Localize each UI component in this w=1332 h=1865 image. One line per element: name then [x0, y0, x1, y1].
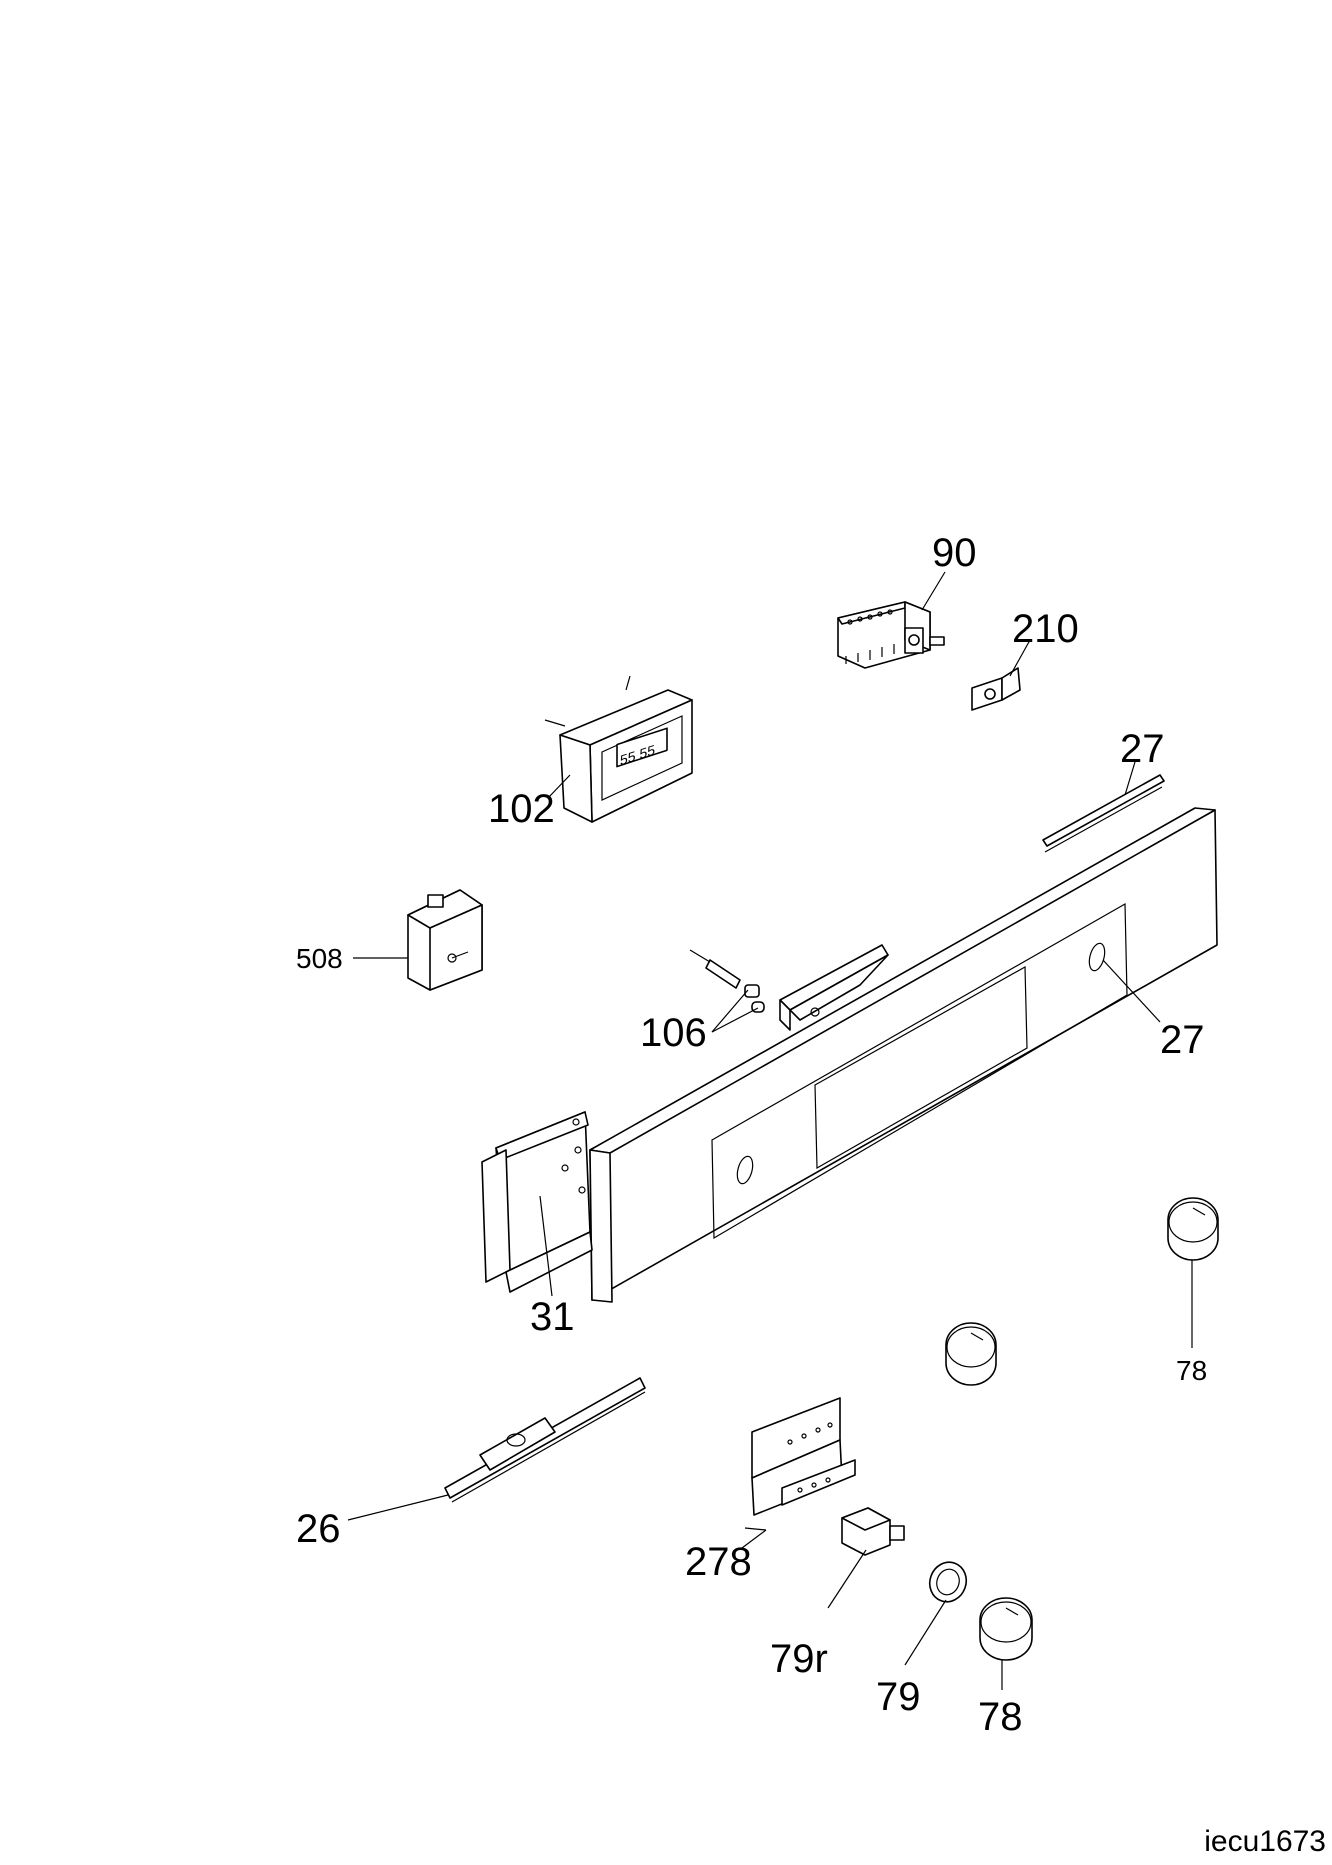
part-90-switch [837, 571, 946, 669]
callout-210: 210 [1012, 607, 1079, 651]
callout-278: 278 [685, 1540, 752, 1584]
callout-27-top: 27 [1120, 727, 1165, 771]
part-278-mounting-bracket [741, 1397, 856, 1549]
part-79r-switch [827, 1507, 905, 1609]
callout-78-upper: 78 [1176, 1355, 1207, 1386]
part-78-knob-lower [979, 1597, 1033, 1690]
part-78-knob-upper [1167, 1197, 1219, 1348]
callout-26: 26 [296, 1507, 341, 1551]
callout-31: 31 [530, 1295, 575, 1339]
callout-508: 508 [296, 943, 343, 974]
control-panel-fascia [589, 807, 1218, 1303]
callout-79r: 79r [770, 1637, 828, 1681]
callout-79: 79 [876, 1675, 921, 1719]
diagram-id: iecu1673 [1204, 1825, 1326, 1858]
callout-90: 90 [932, 531, 977, 575]
callout-78-lower: 78 [978, 1695, 1023, 1739]
part-508-box [353, 889, 483, 991]
part-79-ring [904, 1561, 968, 1666]
callout-27-panel: 27 [1160, 1018, 1205, 1062]
part-102-clock-module: 55 55 [544, 675, 693, 823]
callout-102: 102 [488, 787, 555, 831]
part-31-side-bracket [481, 1111, 593, 1297]
part-106-lamp [689, 944, 889, 1033]
part-26-rail [347, 1377, 646, 1521]
callout-106: 106 [640, 1011, 707, 1055]
part-27-trim-strip [1042, 761, 1165, 853]
part-210-bracket [971, 639, 1031, 711]
knob-centre [945, 1322, 997, 1386]
